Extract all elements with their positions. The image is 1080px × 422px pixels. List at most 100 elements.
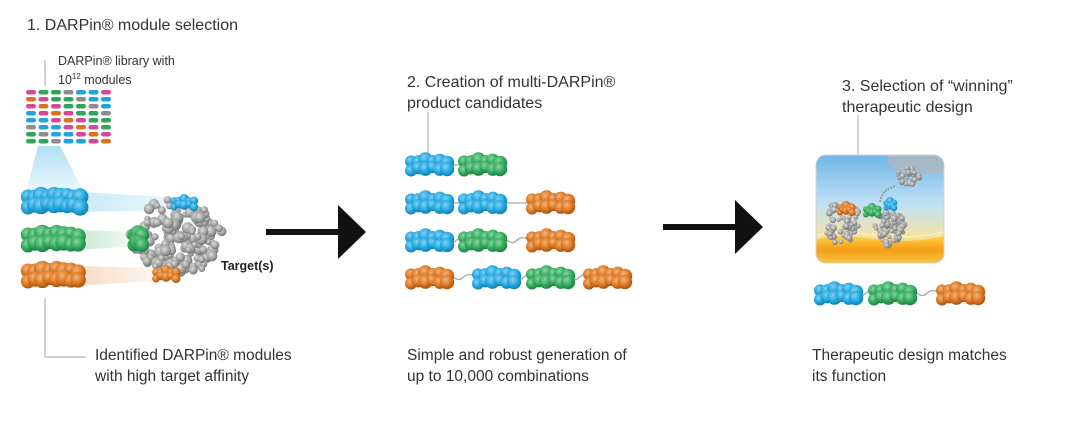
library-module-icon	[51, 90, 61, 95]
multi-darpin-candidates	[405, 152, 633, 290]
darpin-module-icon	[405, 228, 455, 253]
process-arrow-icon	[663, 200, 763, 254]
library-module-icon	[38, 97, 49, 102]
darpin-module-icon	[526, 265, 576, 290]
leader-line-modules	[44, 298, 86, 358]
step3-caption: Therapeutic design matches its function	[812, 345, 1007, 387]
darpin-module-icon	[814, 281, 864, 306]
library-module-icon	[88, 132, 99, 137]
darpin-module-icon	[883, 197, 898, 212]
library-module-icon	[26, 90, 36, 95]
library-module-icon	[88, 118, 99, 123]
step3-title: 3. Selection of “winning” therapeutic de…	[842, 76, 1013, 118]
library-module-icon	[88, 90, 99, 95]
library-module-icon	[26, 125, 36, 130]
library-module-icon	[76, 111, 86, 116]
darpin-module-icon	[20, 224, 86, 253]
library-module-icon	[63, 104, 74, 109]
selected-modules	[20, 186, 89, 289]
library-module-icon	[76, 104, 86, 109]
library-module-icon	[63, 125, 74, 130]
library-module-icon	[51, 132, 61, 137]
darpin-module-icon	[127, 225, 150, 253]
library-module-icon	[51, 111, 61, 116]
library-label-line1: DARPin® library with	[58, 54, 175, 68]
library-module-icon	[101, 97, 111, 102]
step3-title-line1: 3. Selection of “winning”	[842, 78, 1013, 95]
library-module-icon	[63, 139, 74, 144]
beam-green	[78, 230, 140, 250]
step2-caption: Simple and robust generation of up to 10…	[407, 345, 627, 387]
library-module-icon	[88, 104, 99, 109]
library-module-icon	[76, 139, 86, 144]
darpin-module-icon	[458, 190, 508, 215]
library-module-icon	[38, 90, 49, 95]
darpin-module-icon	[405, 152, 455, 177]
step2-title-line2: product candidates	[407, 95, 543, 112]
library-module-icon	[51, 139, 61, 144]
library-module-icon	[26, 139, 36, 144]
darpin-module-icon	[526, 228, 576, 253]
library-module-icon	[51, 125, 61, 130]
library-module-icon	[63, 90, 74, 95]
darpin-module-icon	[837, 201, 856, 217]
library-module-icon	[88, 125, 99, 130]
library-module-icon	[51, 118, 61, 123]
darpin-module-icon	[868, 281, 918, 306]
library-module-icon	[76, 90, 86, 95]
library-module-icon	[38, 111, 49, 116]
darpin-module-icon	[20, 186, 89, 216]
library-selection-beam	[26, 146, 84, 192]
step1-caption: Identified DARPin® modules with high tar…	[95, 345, 292, 387]
library-module-icon	[76, 125, 86, 130]
library-module-icon	[51, 97, 61, 102]
library-module-icon	[38, 132, 49, 137]
library-module-icon	[38, 118, 49, 123]
library-module-icon	[26, 97, 36, 102]
winning-design-chain	[814, 281, 986, 306]
library-module-icon	[38, 104, 49, 109]
library-module-icon	[76, 97, 86, 102]
library-label: DARPin® library with 1012 modules	[58, 53, 175, 88]
library-module-icon	[63, 132, 74, 137]
library-module-icon	[76, 118, 86, 123]
library-module-icon	[63, 97, 74, 102]
step2-caption-line1: Simple and robust generation of	[407, 347, 627, 364]
darpin-module-icon	[583, 265, 633, 290]
step2-title-line1: 2. Creation of multi-DARPin®	[407, 74, 616, 91]
step2-title: 2. Creation of multi-DARPin® product can…	[407, 72, 615, 114]
darpin-module-icon	[863, 203, 882, 219]
process-arrow-icon	[266, 205, 366, 259]
darpin-module-icon	[458, 228, 508, 253]
library-module-icon	[76, 132, 86, 137]
darpin-module-icon	[458, 152, 508, 177]
library-size-exponent: 12	[71, 72, 81, 81]
library-module-icon	[38, 139, 49, 144]
darpin-library-grid	[26, 90, 111, 144]
darpin-module-icon	[20, 260, 86, 289]
therapeutic-scene-icon	[815, 154, 945, 264]
library-module-icon	[101, 125, 111, 130]
step3-title-line2: therapeutic design	[842, 99, 973, 116]
step1-caption-line1: Identified DARPin® modules	[95, 347, 292, 364]
library-module-icon	[88, 97, 99, 102]
library-module-icon	[26, 111, 36, 116]
library-module-icon	[88, 139, 99, 144]
target-label: Target(s)	[221, 259, 274, 273]
library-label-line2: 1012 modules	[58, 69, 175, 88]
library-module-icon	[26, 118, 36, 123]
library-module-icon	[63, 111, 74, 116]
library-label-suffix: modules	[80, 73, 132, 88]
step3-caption-line2: its function	[812, 368, 887, 385]
darpin-module-icon	[405, 190, 455, 215]
darpin-module-icon	[936, 281, 986, 306]
beam-orange	[78, 266, 162, 286]
library-module-icon	[51, 104, 61, 109]
library-module-icon	[26, 132, 36, 137]
darpin-module-icon	[526, 190, 576, 215]
darpin-module-icon	[405, 265, 455, 290]
library-size-base: 10	[58, 73, 72, 88]
library-module-icon	[38, 125, 49, 130]
library-module-icon	[88, 111, 99, 116]
